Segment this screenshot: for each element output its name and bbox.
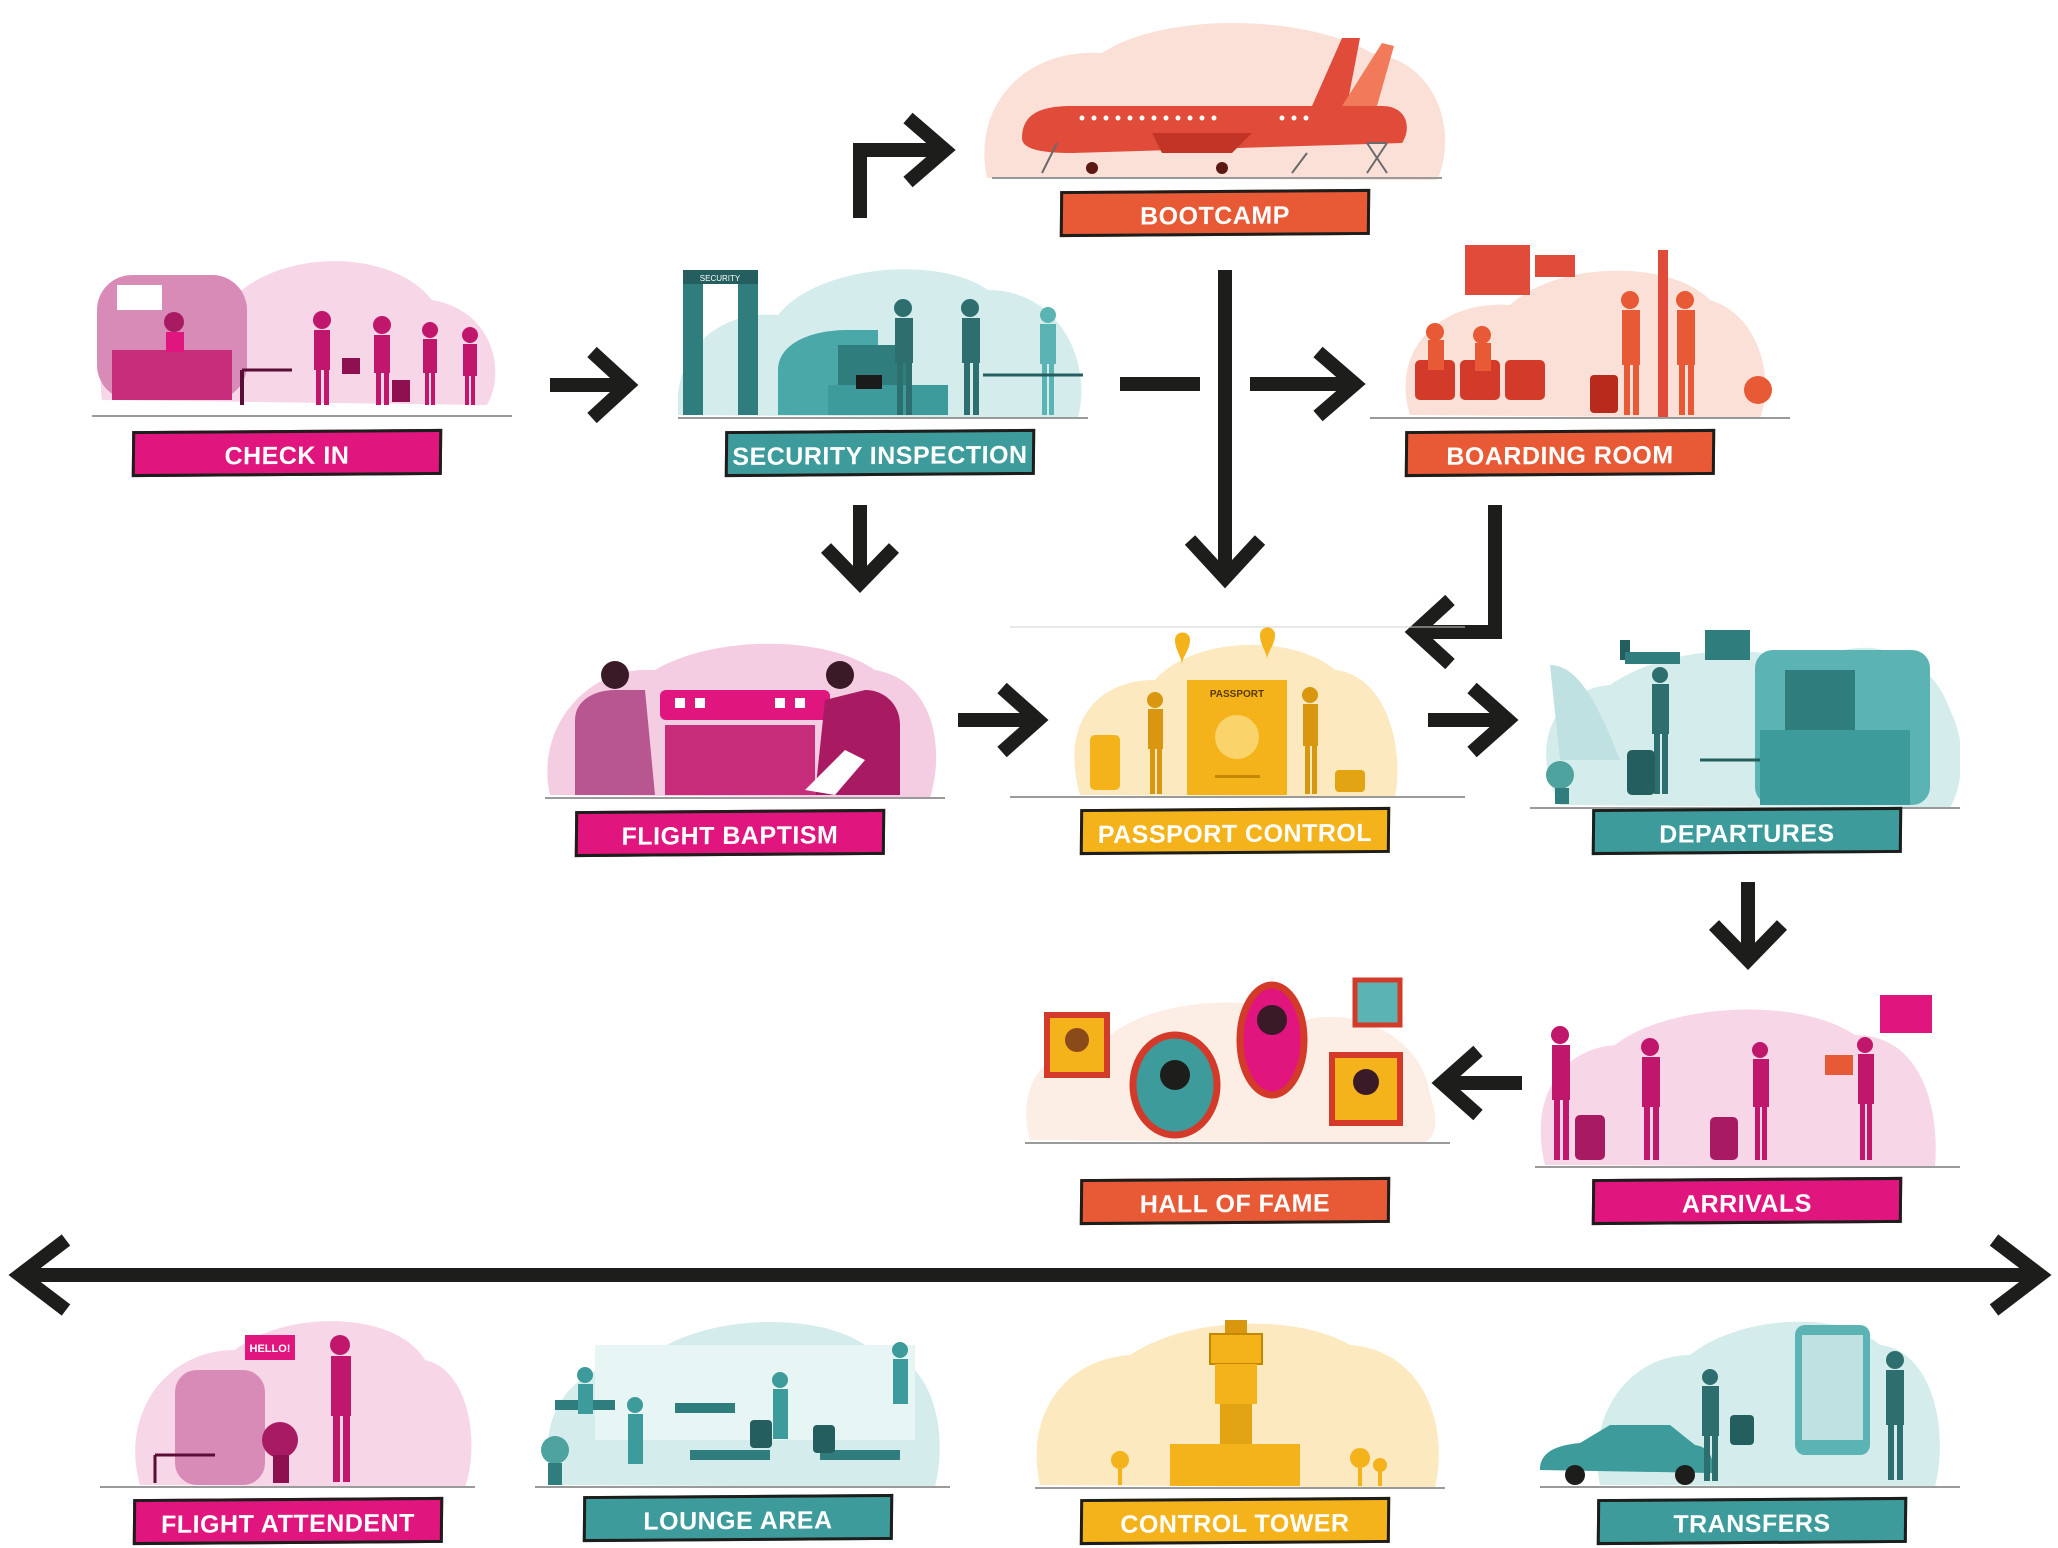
passport-text: PASSPORT — [1210, 689, 1264, 700]
node-arrivals: ARRIVALS — [1535, 975, 1960, 1235]
node-check-in: CHECK IN — [92, 240, 512, 485]
arrow-security-to-baptism — [820, 505, 900, 594]
departures-illustration — [1530, 630, 1960, 809]
departures-label: DEPARTURES — [1591, 806, 1903, 856]
flight-baptism-label: FLIGHT BAPTISM — [574, 808, 886, 858]
arrow-baptism-to-passport — [958, 682, 1049, 758]
arrow-passport-to-departures — [1428, 682, 1519, 758]
arrow-bootcamp-to-passport — [1184, 270, 1266, 589]
timeline-double-arrow — [8, 1234, 2052, 1316]
transfers-label: TRANSFERS — [1596, 1496, 1908, 1546]
arrow-security-to-bootcamp — [853, 112, 956, 218]
security-inspection-illustration: SECURITY — [678, 269, 1088, 419]
arrivals-illustration — [1535, 995, 1960, 1168]
node-security-inspection: SECURITY SECURITY INSPECTION — [678, 250, 1088, 485]
arrow-security-to-boarding — [1120, 346, 1366, 422]
passport-control-illustration: PASSPORT — [1010, 626, 1465, 798]
node-boarding-room: BOARDING ROOM — [1370, 240, 1790, 485]
flight-baptism-illustration — [545, 643, 945, 799]
arrow-checkin-to-security — [550, 346, 639, 424]
node-departures: DEPARTURES — [1530, 610, 1960, 875]
boarding-room-label: BOARDING ROOM — [1404, 428, 1716, 478]
boarding-room-illustration — [1370, 245, 1790, 419]
check-in-illustration — [92, 261, 512, 417]
control-tower-label: CONTROL TOWER — [1079, 1496, 1391, 1546]
bootcamp-label: BOOTCAMP — [1059, 188, 1371, 238]
arrow-arrivals-to-halloffame — [1431, 1045, 1522, 1121]
lounge-area-illustration — [535, 1322, 950, 1488]
security-inspection-label: SECURITY INSPECTION — [724, 428, 1036, 478]
check-in-label: CHECK IN — [131, 428, 443, 478]
control-tower-illustration — [1035, 1320, 1445, 1489]
bootcamp-illustration — [984, 23, 1446, 180]
node-control-tower: CONTROL TOWER — [1030, 1310, 1450, 1547]
transfers-illustration — [1540, 1321, 1960, 1488]
node-flight-attendent: HELLO! FLIGHT ATTENDENT — [95, 1305, 480, 1547]
node-flight-baptism: FLIGHT BAPTISM — [545, 630, 945, 875]
arrow-departures-to-arrivals — [1708, 882, 1788, 971]
node-bootcamp: BOOTCAMP — [982, 18, 1452, 248]
hall-of-fame-label: HALL OF FAME — [1079, 1176, 1391, 1226]
hall-of-fame-illustration — [1025, 977, 1450, 1144]
passport-control-label: PASSPORT CONTROL — [1079, 806, 1391, 856]
flight-attendent-label: FLIGHT ATTENDENT — [132, 1496, 444, 1546]
security-sign-text: SECURITY — [700, 274, 741, 283]
arrow-boarding-to-passport — [1404, 505, 1502, 670]
lounge-area-label: LOUNGE AREA — [582, 1493, 894, 1543]
node-hall-of-fame: HALL OF FAME — [1025, 975, 1450, 1235]
hello-bubble-text: HELLO! — [250, 1343, 291, 1355]
node-passport-control: PASSPORT PASSPORT CONTROL — [1005, 625, 1470, 875]
flight-attendent-illustration: HELLO! — [100, 1321, 475, 1488]
node-lounge-area: LOUNGE AREA — [535, 1305, 950, 1547]
node-transfers: TRANSFERS — [1540, 1305, 1960, 1547]
arrivals-label: ARRIVALS — [1591, 1176, 1903, 1226]
